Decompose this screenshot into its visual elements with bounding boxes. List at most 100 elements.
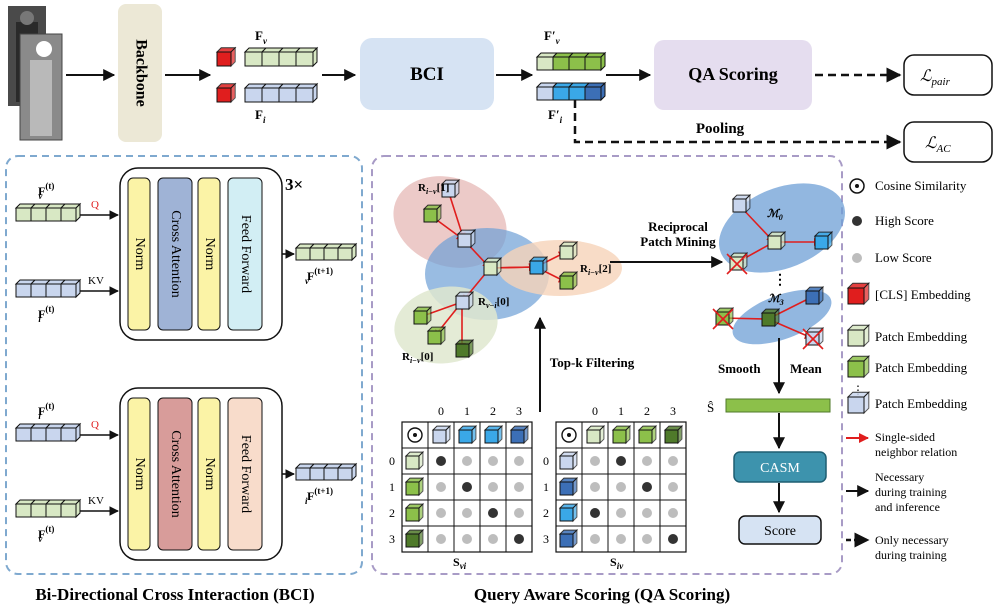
token	[309, 467, 325, 481]
cube-front	[432, 429, 447, 444]
output-f-label: F(t+1)i	[305, 486, 333, 506]
cube-front	[559, 245, 574, 260]
top-feature-tokens	[215, 46, 607, 104]
cube-front	[455, 295, 470, 310]
token-side	[351, 242, 357, 262]
feed-forward-label: Feed Forward	[238, 435, 253, 513]
token-side	[75, 202, 81, 223]
cross-b	[726, 253, 748, 275]
low-score-dot	[590, 482, 600, 492]
col-token	[457, 424, 478, 445]
feed-forward-label: Feed Forward	[238, 215, 253, 293]
row-token	[558, 476, 579, 497]
token	[323, 247, 339, 261]
topk-label: Top-k Filtering	[550, 355, 635, 370]
legend-single-1: Single-sided	[875, 430, 935, 444]
token-side	[351, 462, 357, 482]
cube-front	[423, 208, 438, 223]
query-f-label: F(t)i	[38, 401, 54, 421]
loss-pair-label: ℒpair	[920, 68, 951, 88]
high-score-dot	[590, 508, 600, 518]
casm-box	[733, 451, 827, 483]
sup: (t)	[45, 524, 54, 534]
cross-attention-label: Cross Attention	[168, 430, 183, 518]
row-label: 1	[543, 480, 549, 494]
col-token	[663, 424, 684, 445]
low-score-dot	[590, 534, 600, 544]
qa-caption: Query Aware Scoring (QA Scoring)	[474, 585, 730, 604]
row-label: 2	[543, 506, 549, 520]
row-label: 0	[543, 454, 549, 468]
low-score-dot	[436, 534, 446, 544]
cube-front	[441, 183, 456, 198]
row-token	[404, 476, 425, 497]
token	[244, 87, 263, 103]
token	[261, 87, 280, 103]
token	[261, 51, 280, 67]
mined-node-1	[766, 230, 787, 251]
legend-nec-3: and inference	[875, 500, 940, 514]
low-score-dot	[668, 482, 678, 492]
token	[552, 86, 570, 101]
legend-nec-2: during training	[875, 485, 947, 499]
cube-front	[847, 329, 865, 347]
sub: i	[38, 314, 41, 324]
low-score-dot	[436, 508, 446, 518]
token	[337, 247, 353, 261]
low-score-dot	[642, 456, 652, 466]
cube-front	[216, 51, 232, 67]
row-label: 1	[389, 480, 395, 494]
patch-mining-label: Patch Mining	[640, 234, 716, 249]
kv-label: KV	[88, 275, 104, 287]
high-score-dot	[514, 534, 524, 544]
low-score-dot	[668, 456, 678, 466]
token	[60, 503, 77, 518]
token	[30, 283, 47, 298]
loss-pair-box	[903, 54, 993, 96]
low-score-dot	[668, 508, 678, 518]
token	[584, 86, 602, 101]
cube-front	[559, 507, 574, 522]
col-token	[483, 424, 504, 445]
sup: (t)	[45, 401, 54, 411]
token	[295, 51, 314, 67]
mean-label: Mean	[790, 361, 823, 376]
mined-node-0	[731, 193, 752, 214]
row-token	[404, 450, 425, 471]
token	[45, 207, 62, 222]
query-f-label: F(t)v	[38, 181, 54, 201]
token	[15, 283, 32, 298]
f: F	[307, 269, 314, 283]
legend-cosine: Cosine Similarity	[875, 178, 967, 193]
col-token	[637, 424, 658, 445]
row-label: 2	[389, 506, 395, 520]
output-tokens	[294, 242, 358, 262]
cube-front	[732, 198, 747, 213]
cube-front	[612, 429, 627, 444]
token	[45, 427, 62, 442]
col-label: 1	[618, 404, 624, 418]
token	[568, 56, 586, 71]
bci-caption: Bi-Directional Cross Interaction (BCI)	[35, 585, 314, 604]
bci-label: BCI	[410, 64, 444, 85]
cube-front	[847, 360, 865, 378]
low-score-dot	[488, 534, 498, 544]
feed-forward-box	[227, 177, 263, 331]
norm-1-label: Norm	[132, 458, 147, 491]
sup: (t)	[45, 304, 54, 314]
cube-front	[455, 343, 470, 358]
cube-front	[847, 396, 865, 414]
legend-only-2: during training	[875, 548, 947, 562]
col-label: 2	[490, 404, 496, 418]
token	[45, 503, 62, 518]
cls-token-i	[215, 82, 237, 104]
high-score-dot	[616, 456, 626, 466]
cube-front	[761, 312, 776, 327]
high-score-dot	[488, 508, 498, 518]
cube-front	[559, 275, 574, 290]
token-side	[75, 498, 81, 519]
row-label: 3	[543, 532, 549, 546]
